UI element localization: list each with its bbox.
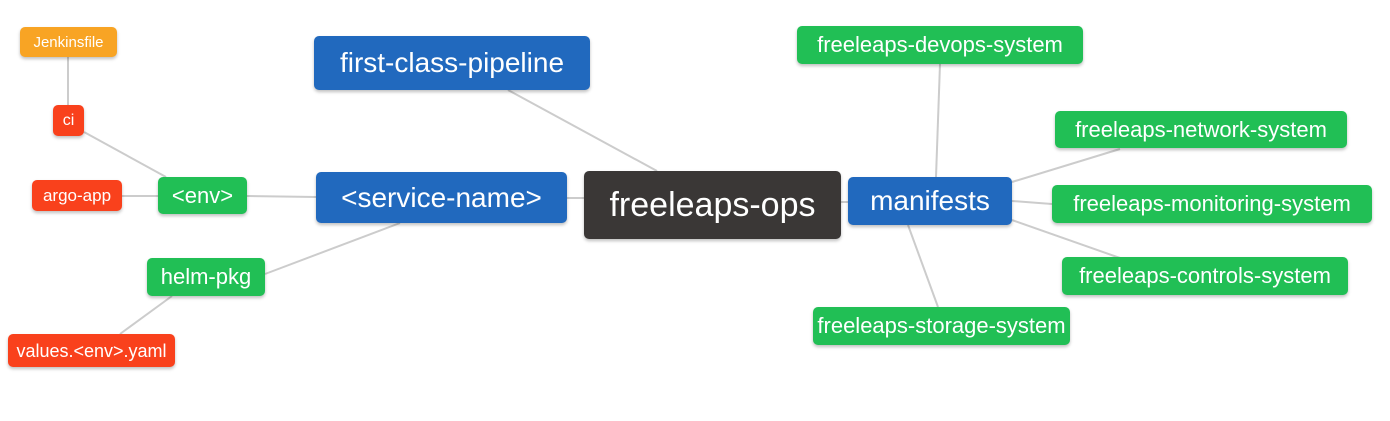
node-freeleaps-storage-system[interactable]: freeleaps-storage-system [813,307,1070,345]
node-helm-pkg[interactable]: helm-pkg [147,258,265,296]
edge-manifests-network [1011,148,1121,183]
node-freeleaps-ops-root[interactable]: freeleaps-ops [584,171,841,239]
node-ci[interactable]: ci [53,105,84,136]
edge-helm-pkg-service-name [264,222,401,275]
node-freeleaps-devops-system[interactable]: freeleaps-devops-system [797,26,1083,64]
edge-ci-env [83,131,167,178]
node-manifests[interactable]: manifests [848,177,1012,225]
edge-values-helm-pkg [119,295,173,335]
node-first-class-pipeline[interactable]: first-class-pipeline [314,36,590,90]
node-jenkinsfile[interactable]: Jenkinsfile [20,27,117,57]
node-values-env-yaml[interactable]: values.<env>.yaml [8,334,175,367]
edge-env-service-name [246,195,317,198]
node-service-name[interactable]: <service-name> [316,172,567,223]
node-freeleaps-network-system[interactable]: freeleaps-network-system [1055,111,1347,148]
node-freeleaps-monitoring-system[interactable]: freeleaps-monitoring-system [1052,185,1372,223]
edge-manifests-controls [1011,219,1121,259]
edge-manifests-monitoring [1011,200,1053,205]
edge-manifests-storage [907,224,939,308]
edge-devops-manifests [935,63,941,178]
node-env[interactable]: <env> [158,177,247,214]
edge-pipeline-freeleaps-ops [507,89,658,172]
node-argo-app[interactable]: argo-app [32,180,122,211]
node-freeleaps-controls-system[interactable]: freeleaps-controls-system [1062,257,1348,295]
